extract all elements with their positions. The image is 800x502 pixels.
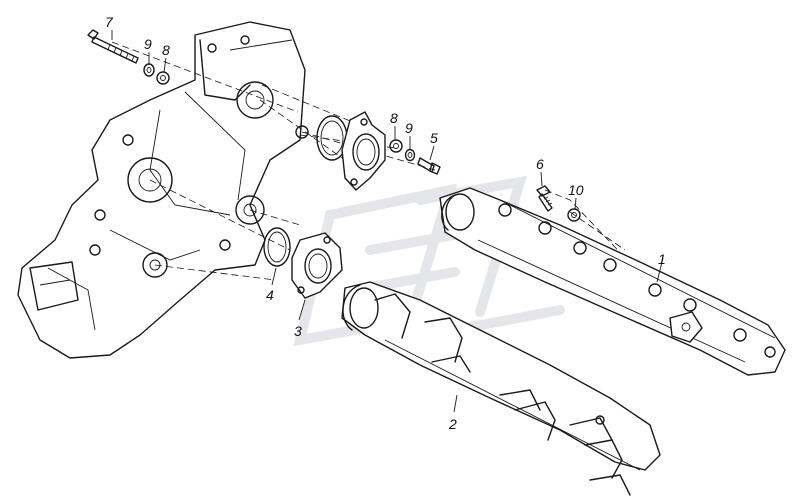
engine-housing (17, 21, 309, 359)
callout-7: 7 (105, 14, 114, 30)
exhaust-manifold-1 (439, 187, 786, 376)
leader-lines (111, 30, 664, 413)
washer-8-upper (156, 71, 170, 85)
callout-4: 4 (266, 287, 274, 303)
callout-8-upper: 8 (162, 42, 170, 58)
exhaust-manifold-2 (341, 281, 661, 496)
gasket-ring-4 (263, 227, 291, 267)
washer-9-lower (404, 148, 416, 162)
callout-3: 3 (294, 323, 302, 339)
flange-3 (291, 232, 343, 299)
callout-2: 2 (448, 416, 457, 432)
bolt-7 (87, 29, 139, 64)
callout-labels: 7 9 8 8 9 5 6 10 1 4 3 2 (105, 14, 666, 432)
washer-8-lower (389, 139, 403, 153)
callout-8-lower: 8 (390, 110, 398, 126)
callout-6: 6 (536, 156, 544, 172)
flange-upper (341, 111, 386, 191)
callout-5: 5 (430, 130, 438, 146)
stud-6 (536, 185, 553, 212)
washer-9-upper (143, 63, 155, 77)
bolt-5 (417, 157, 441, 175)
callout-10: 10 (568, 182, 584, 198)
washer-10 (567, 208, 581, 222)
callout-9-upper: 9 (144, 36, 152, 52)
callout-9-lower: 9 (405, 120, 413, 136)
callout-1: 1 (658, 251, 666, 267)
